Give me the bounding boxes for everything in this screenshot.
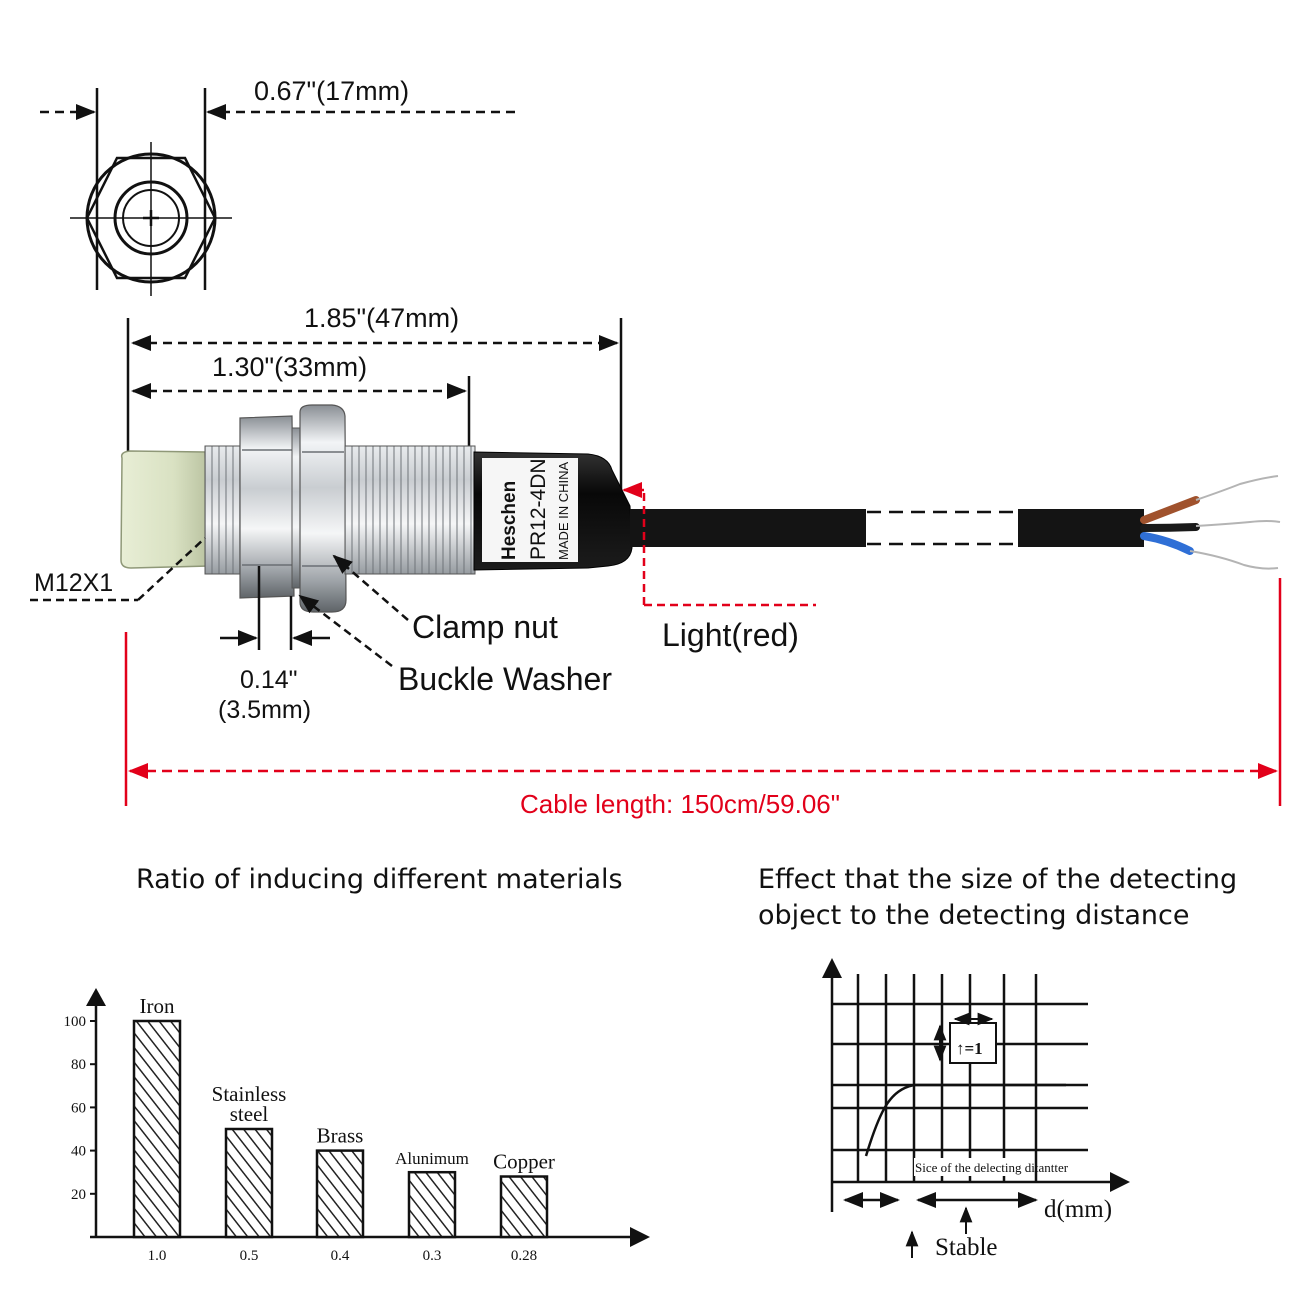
bar [132, 1019, 182, 1239]
light-label: Light(red) [662, 617, 799, 653]
cable-rear [1018, 509, 1144, 547]
thread-spec-label: M12X1 [34, 569, 113, 597]
wire-brown [1140, 496, 1200, 524]
materials-x-axis-arrow [630, 1227, 650, 1247]
thread-length-label: 1.30"(33mm) [212, 352, 367, 382]
origin-label: MADE IN CHINA [556, 461, 571, 560]
length-dimensions: 1.85"(47mm) 1.30"(33mm) [126, 303, 623, 490]
x-axis-label: d(mm) [1044, 1196, 1112, 1223]
size-effect-chart: Effect that the size of the detecting ob… [758, 864, 1237, 1261]
top-view: 0.67"(17mm) [40, 76, 515, 296]
nut-thickness-in-label: 0.14" [240, 666, 298, 694]
x-tick-label: 0.4 [331, 1248, 350, 1264]
cable-length-dimension: Cable length: 150cm/59.06" [124, 578, 1282, 819]
callouts: M12X1 Clamp nut Buckle Washer 0.14" (3.5… [30, 482, 816, 724]
materials-y-ticks: 20 40 60 80 100 [64, 1014, 96, 1203]
buckle-washer-leader [298, 594, 393, 667]
model-label: PR12-4DN [527, 458, 550, 560]
buckle-washer-label: Buckle Washer [398, 661, 612, 697]
clamp-nut [299, 404, 347, 613]
bar-category-label: steel [230, 1102, 269, 1126]
materials-chart: Ratio of inducing different materials 20… [64, 864, 650, 1264]
x-tick-label: 1.0 [148, 1248, 167, 1264]
bar-category-label: Iron [140, 994, 175, 1018]
x-tick-label: 0.28 [511, 1248, 537, 1264]
strand-2 [1195, 520, 1281, 527]
strand-3 [1189, 550, 1279, 570]
grid-label-bg [914, 1158, 1032, 1176]
cable-length-label: Cable length: 150cm/59.06" [520, 789, 840, 819]
clamp-nut-label: Clamp nut [412, 609, 558, 645]
clamp-nut-leader [332, 554, 409, 621]
materials-y-axis-arrow [86, 988, 106, 1006]
size-x-axis-arrow [1110, 1172, 1130, 1192]
y-tick-label: 60 [71, 1100, 86, 1116]
brand-label: Heschen [499, 481, 520, 560]
x-tick-label: 0.3 [423, 1248, 442, 1264]
y-tick-label: 100 [64, 1014, 87, 1030]
wire-blue [1140, 532, 1194, 555]
bar-category-label: Brass [317, 1124, 364, 1148]
thread-spec-leader [137, 537, 206, 601]
y-tick-label: 40 [71, 1144, 86, 1160]
bar-category-label: Copper [493, 1150, 555, 1174]
grid-label: Sice of the delecting ditantter [915, 1160, 1069, 1175]
bar-category-label: Alunimum [395, 1149, 469, 1168]
bar-category-label: Stainless [212, 1082, 287, 1106]
x-tick-label: 0.5 [240, 1248, 259, 1264]
strand-1 [1195, 475, 1279, 501]
detection-curve [864, 1083, 1066, 1157]
wire-black [1140, 523, 1200, 532]
bar [499, 1175, 549, 1239]
housing-label [482, 458, 578, 562]
total-length-label: 1.85"(47mm) [304, 303, 459, 333]
bar [315, 1149, 365, 1239]
rear-thread [344, 445, 476, 575]
sensor-body: Heschen PR12-4DN MADE IN CHINA [120, 404, 1281, 613]
size-y-axis-arrow [822, 958, 842, 978]
y-tick-label: 80 [71, 1057, 86, 1073]
size-grid [832, 974, 1088, 1182]
hex-width-label: 0.67"(17mm) [254, 76, 409, 106]
nut-thickness-mm-label: (3.5mm) [218, 696, 311, 724]
ratio-label: ↑=1 [956, 1039, 983, 1058]
bar [224, 1127, 274, 1239]
bar [407, 1170, 457, 1239]
stable-label: Stable [935, 1234, 998, 1261]
cable-front [630, 509, 866, 547]
sensor-face-cap [120, 450, 210, 569]
size-effect-heading-2: object to the detecting distance [758, 900, 1190, 931]
materials-chart-heading: Ratio of inducing different materials [136, 864, 623, 895]
front-nut [239, 415, 295, 599]
size-effect-heading-1: Effect that the size of the detecting [758, 864, 1237, 895]
y-tick-label: 20 [71, 1187, 86, 1203]
